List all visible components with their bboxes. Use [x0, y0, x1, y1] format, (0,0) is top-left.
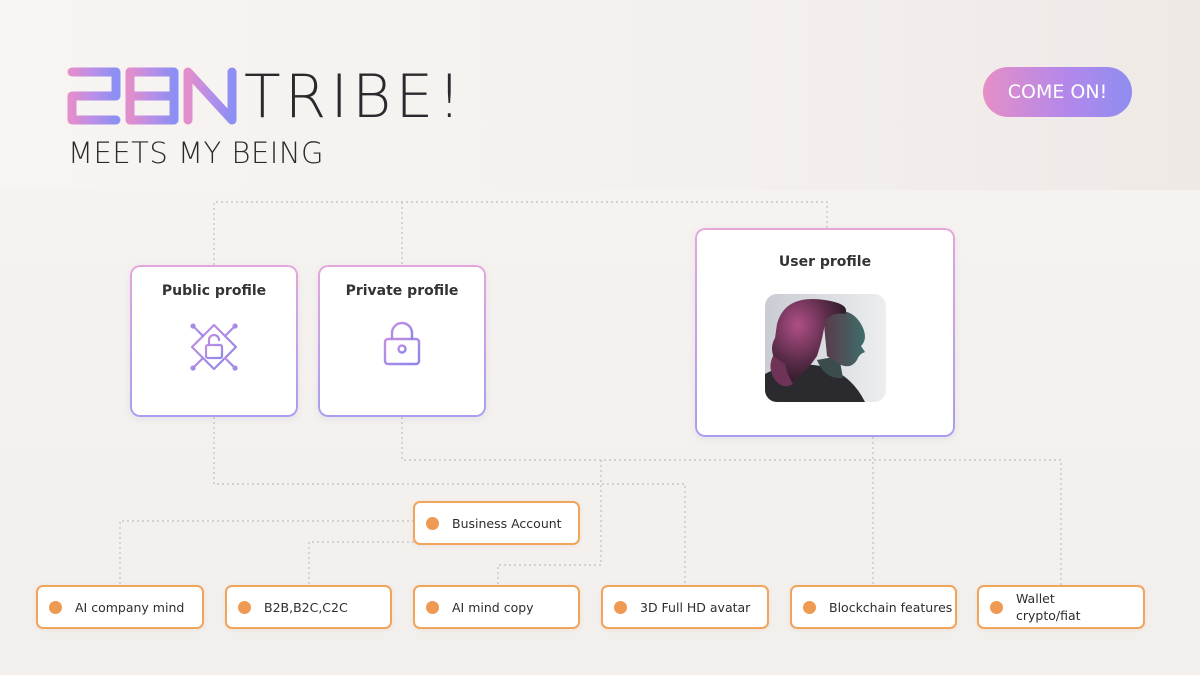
status-dot — [614, 600, 627, 614]
status-dot — [803, 600, 816, 614]
eon-logo — [67, 67, 237, 125]
come-on-button[interactable]: COME ON! — [983, 67, 1132, 117]
blockchain-features-chip[interactable]: Blockchain features — [790, 585, 957, 629]
3d-avatar-chip[interactable]: 3D Full HD avatar — [601, 585, 769, 629]
wallet-label: Wallet crypto/fiat — [1016, 590, 1081, 624]
status-dot — [990, 600, 1003, 614]
status-dot — [426, 600, 439, 614]
status-dot — [426, 516, 439, 530]
card-border — [130, 265, 298, 417]
blockchain-features-label: Blockchain features — [829, 599, 953, 615]
ai-company-mind-chip[interactable]: AI company mind — [36, 585, 204, 629]
b2b-b2c-c2c-label: B2B,B2C,C2C — [264, 599, 348, 615]
3d-avatar-label: 3D Full HD avatar — [640, 599, 751, 615]
ai-company-mind-label: AI company mind — [75, 599, 185, 615]
public-profile-title: Public profile — [161, 283, 267, 299]
wallet-label-line1: Wallet — [1016, 591, 1055, 606]
b2b-b2c-c2c-chip[interactable]: B2B,B2C,C2C — [225, 585, 392, 629]
padlock-icon — [383, 321, 421, 366]
tagline: MEETS MY BEING — [68, 136, 324, 170]
user-profile-title: User profile — [778, 254, 872, 270]
unlocked-padlock-network-icon — [190, 323, 238, 371]
business-account-label: Business Account — [452, 515, 562, 531]
wallet-label-line2: crypto/fiat — [1016, 608, 1081, 623]
private-profile-card[interactable]: Private profile — [318, 265, 486, 417]
private-profile-title: Private profile — [345, 283, 459, 299]
business-account-chip[interactable]: Business Account — [413, 501, 580, 545]
user-profile-card[interactable]: User profile — [695, 228, 955, 437]
status-dot — [49, 600, 62, 614]
card-border — [318, 265, 486, 417]
public-profile-card[interactable]: Public profile — [130, 265, 298, 417]
brand-name: TRIBE! — [244, 62, 466, 132]
wallet-chip[interactable]: Wallet crypto/fiat — [977, 585, 1145, 629]
status-dot — [238, 600, 251, 614]
user-avatar-image — [765, 294, 886, 402]
ai-mind-copy-label: AI mind copy — [452, 599, 534, 615]
ai-mind-copy-chip[interactable]: AI mind copy — [413, 585, 580, 629]
